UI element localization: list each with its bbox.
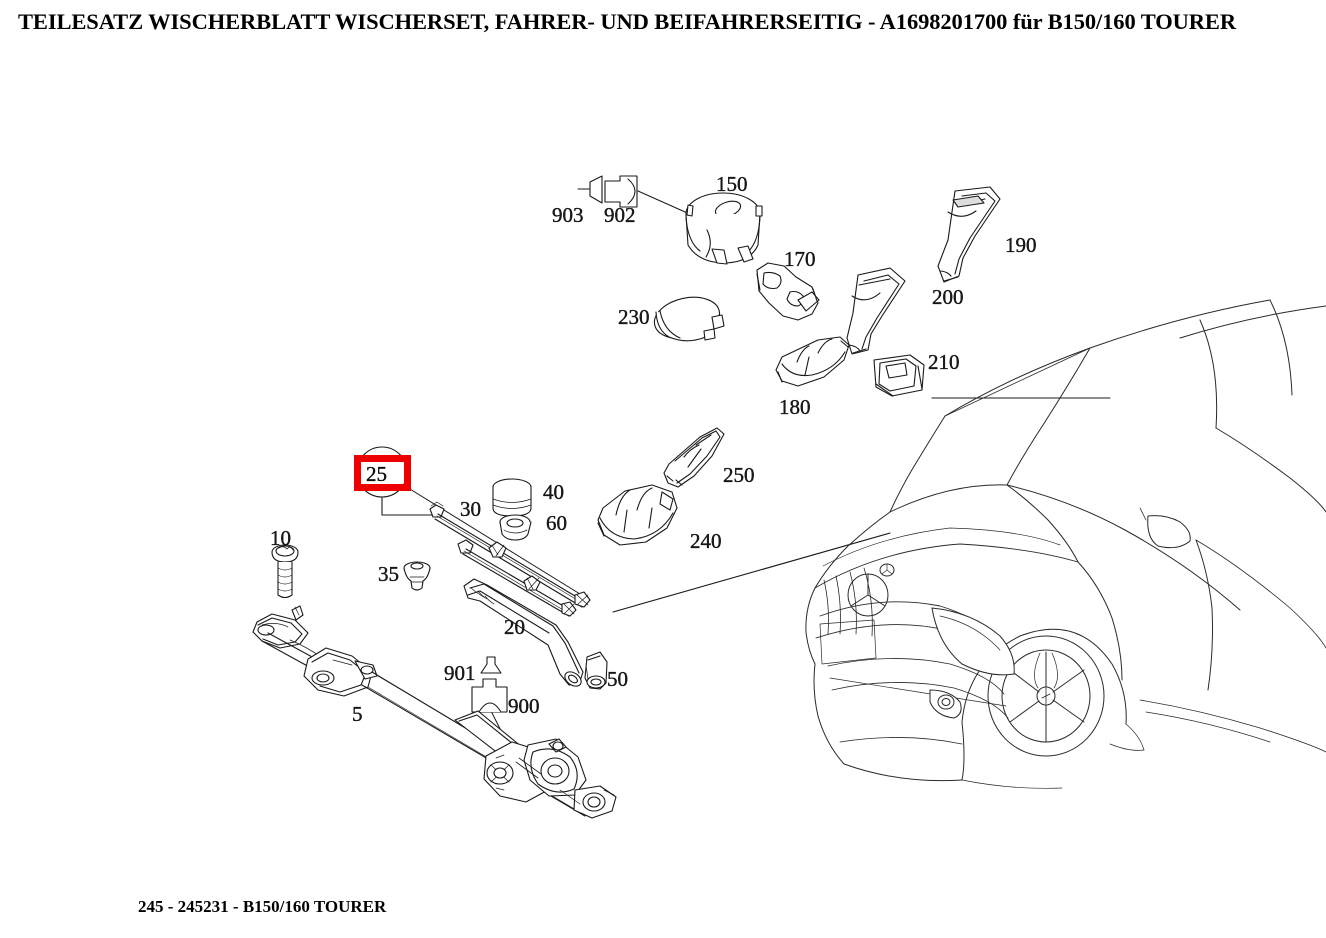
callout-190: 190 (1005, 233, 1037, 257)
part-60-nut (499, 514, 532, 541)
callout-170: 170 (784, 247, 816, 271)
callout-903: 903 (552, 203, 584, 227)
connector-900-symbol (471, 678, 508, 713)
part-170-bracket (756, 262, 820, 321)
callout-240: 240 (690, 529, 722, 553)
part-20-wiper-arm (463, 578, 584, 687)
part-150-wiper-motor (685, 192, 763, 265)
vehicle-illustration-mercedes-b-class (805, 299, 1326, 789)
callout-50: 50 (607, 667, 628, 691)
page-title: TEILESATZ WISCHERBLATT WISCHERSET, FAHRE… (18, 9, 1236, 34)
callout-30: 30 (460, 497, 481, 521)
part-50-nozzle (584, 651, 608, 690)
part-250-trim (663, 427, 725, 488)
part-40-cap (492, 478, 532, 517)
callout-210: 210 (928, 350, 960, 374)
callout-901: 901 (444, 661, 476, 685)
callout-40: 40 (543, 480, 564, 504)
part-5-wiper-linkage (252, 605, 617, 819)
part-230-cap (653, 296, 725, 342)
callout-150: 150 (716, 172, 748, 196)
callout-902: 902 (604, 203, 636, 227)
part-10-bolt (271, 544, 299, 599)
part-240-cover (597, 484, 678, 546)
callout-10: 10 (270, 526, 291, 550)
callout-35: 35 (378, 562, 399, 586)
callout-900: 900 (508, 694, 540, 718)
callout-180: 180 (779, 395, 811, 419)
footer-group-reference: 245 - 245231 - B150/160 TOURER (138, 897, 387, 916)
callout-5: 5 (352, 702, 363, 726)
connector-902-symbol (604, 175, 638, 208)
part-200-cowl-trim (846, 267, 906, 355)
connector-901-symbol (480, 656, 502, 674)
part-210-clip (873, 354, 925, 397)
part-30-wiper-blade-upper (429, 501, 591, 608)
callout-250: 250 (723, 463, 755, 487)
part-30-wiper-blade-middle (457, 539, 577, 617)
callout-230: 230 (618, 305, 650, 329)
part-190-cowl-trim (937, 186, 1001, 283)
connector-903-symbol (577, 175, 603, 204)
callout-25: 25 (366, 462, 387, 486)
callout-20: 20 (504, 615, 525, 639)
callout-200: 200 (932, 285, 964, 309)
part-180-cover (775, 336, 850, 387)
part-35-fastener (403, 561, 431, 591)
callout-60: 60 (546, 511, 567, 535)
